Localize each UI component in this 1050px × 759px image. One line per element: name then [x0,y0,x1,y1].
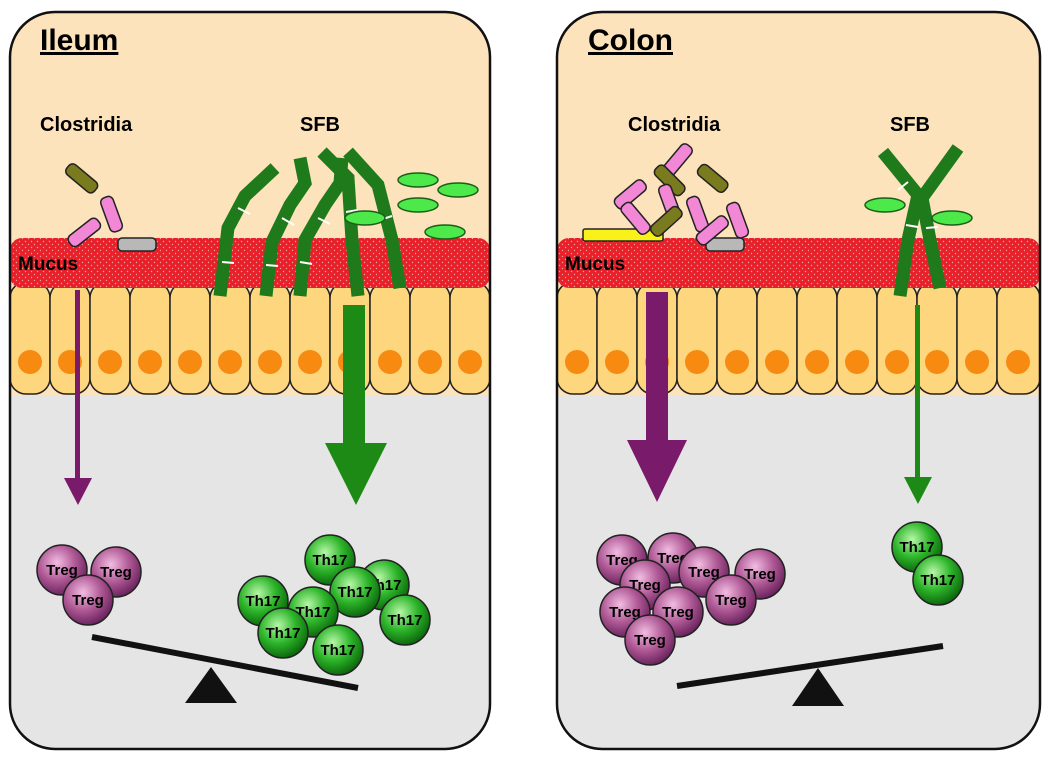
mucus-layer [557,238,1040,288]
epithelium-layer [557,281,1040,395]
svg-text:Treg: Treg [46,562,78,579]
sfb-fragments [864,197,973,226]
treg-induction-arrow [64,290,92,505]
svg-text:Treg: Treg [715,592,747,609]
svg-text:Treg: Treg [744,566,776,583]
svg-text:Th17: Th17 [295,604,330,621]
treg-cell: Treg [705,574,757,626]
svg-text:Treg: Treg [662,604,694,621]
th17-induction-arrow [904,305,932,504]
svg-text:Th17: Th17 [265,625,300,642]
sfb-segment-gaps [897,181,939,229]
colon-clostridia-label: Clostridia [628,114,721,136]
colon-sfb-label: SFB [890,114,930,136]
svg-text:Th17: Th17 [920,572,955,589]
sfb-fragments [344,172,479,240]
clostridia-cluster [582,143,750,252]
svg-text:Th17: Th17 [312,552,347,569]
th17-cells: Th17 Th17 [891,521,964,606]
colon-title: Colon [588,24,673,57]
svg-text:Th17: Th17 [245,593,280,610]
th17-cell: Th17 [329,566,381,618]
ileum-title: Ileum [40,24,118,57]
svg-text:Treg: Treg [100,564,132,581]
ileum-panel-border [8,10,492,751]
ileum-panel: Mucus [10,12,490,749]
treg-cell: Treg [62,574,114,626]
svg-text:Th17: Th17 [899,539,934,556]
balance-seesaw [91,634,359,703]
colon-panel-border [555,10,1042,751]
balance-seesaw [676,643,944,706]
treg-induction-arrow [627,292,687,502]
lamina-propria-region [10,395,490,749]
clostridia-cluster [65,163,157,252]
mucus-layer [10,238,490,288]
svg-text:Treg: Treg [634,632,666,649]
svg-text:Treg: Treg [72,592,104,609]
mucus-label: Mucus [565,254,625,275]
sfb-segment-gaps [221,207,393,267]
th17-cell: Th17 [379,594,431,646]
th17-cell: Th17 [912,554,964,606]
sfb-filaments [877,144,964,297]
th17-induction-arrow [325,305,387,505]
ileum-sfb-label: SFB [300,114,340,136]
epithelium-layer [10,281,490,395]
mucus-label: Mucus [18,254,78,275]
svg-text:Treg: Treg [609,604,641,621]
svg-text:Th17: Th17 [387,612,422,629]
svg-text:Th17: Th17 [337,584,372,601]
treg-cell: Treg [624,614,676,666]
svg-text:Treg: Treg [688,564,720,581]
treg-cells: Treg Treg Treg [36,544,142,626]
svg-text:Th17: Th17 [320,642,355,659]
th17-cells: Th17 Th17 Th17 Th17 Th17 Th17 Th17 Th17 [237,534,431,676]
th17-cell: Th17 [257,607,309,659]
ileum-clostridia-label: Clostridia [40,114,133,136]
colon-panel: Mucus [557,12,1040,749]
th17-cell: Th17 [312,624,364,676]
treg-cells: Treg Treg Treg Treg Treg Treg Treg Treg … [596,532,786,666]
